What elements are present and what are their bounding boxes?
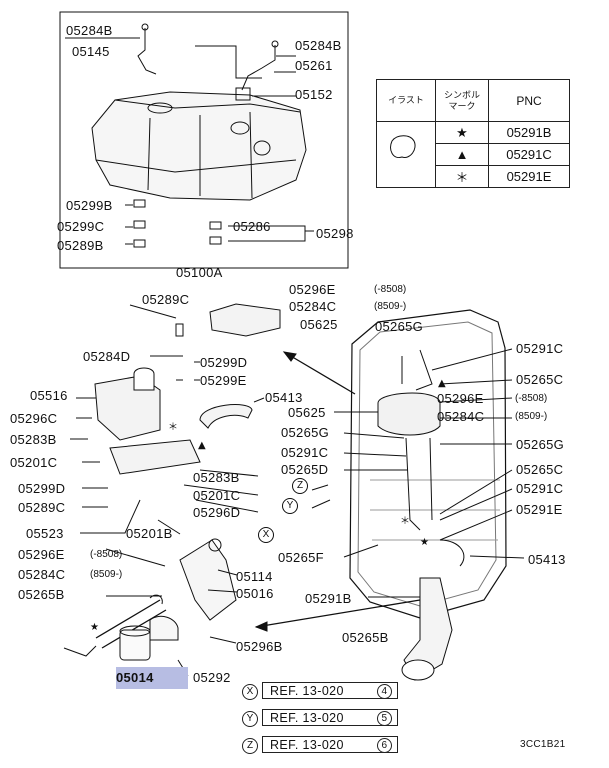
reference-x-number: 4: [377, 684, 392, 699]
label-05296C[interactable]: 05296C: [10, 411, 58, 426]
label-05516[interactable]: 05516: [30, 388, 68, 403]
label-05283B[interactable]: 05283B: [193, 470, 240, 485]
label-range-pre: (-8508): [90, 549, 123, 560]
label-05296E[interactable]: 05296E: [437, 391, 484, 406]
label-05201B[interactable]: 05201B: [126, 526, 173, 541]
label-05291C[interactable]: 05291C: [516, 341, 564, 356]
reference-x-letter: X: [242, 684, 258, 700]
label-05291B[interactable]: 05291B: [305, 591, 352, 606]
label-05625[interactable]: 05625: [300, 317, 338, 332]
table-header-illustration: イラスト: [376, 79, 436, 122]
table-symbol-triangle: ▲: [435, 143, 489, 166]
label-05145[interactable]: 05145: [72, 44, 110, 59]
label-05284C[interactable]: 05284C: [18, 567, 66, 582]
label-05299D[interactable]: 05299D: [200, 355, 248, 370]
label-05296D[interactable]: 05296D: [193, 505, 241, 520]
label-range-post: (8509-): [374, 301, 407, 312]
svg-text:＊: ＊: [168, 422, 178, 433]
label-05291E[interactable]: 05291E: [516, 502, 563, 517]
label-05286[interactable]: 05286: [233, 219, 271, 234]
label-05299C[interactable]: 05299C: [57, 219, 105, 234]
diagram-code: 3CC1B21: [520, 739, 566, 750]
table-header-symbol: シンボル マーク: [435, 79, 489, 122]
label-05289C[interactable]: 05289C: [142, 292, 190, 307]
label-05291C[interactable]: 05291C: [281, 445, 329, 460]
label-05296B[interactable]: 05296B: [236, 639, 283, 654]
asterisk-mark: ＊: [400, 516, 410, 527]
mark-x-circle[interactable]: X: [258, 527, 274, 543]
star-mark: ★: [420, 537, 429, 548]
label-range-pre: (-8508): [515, 393, 548, 404]
label-05265B[interactable]: 05265B: [18, 587, 65, 602]
label-05265G[interactable]: 05265G: [281, 425, 330, 440]
table-illustration-cell: [376, 121, 436, 188]
label-05413[interactable]: 05413: [528, 552, 566, 567]
label-range-post: (8509-): [90, 569, 123, 580]
label-05114[interactable]: 05114: [236, 569, 273, 584]
label-05299E[interactable]: 05299E: [200, 373, 247, 388]
label-05100A[interactable]: 05100A: [176, 265, 223, 280]
reference-y-text: REF. 13-020: [270, 711, 344, 725]
label-05265C[interactable]: 05265C: [516, 372, 564, 387]
mark-y-circle[interactable]: Y: [282, 498, 298, 514]
label-05523[interactable]: 05523: [26, 526, 64, 541]
triangle-mark: ▲: [438, 378, 446, 389]
highlight-05014: [116, 667, 188, 689]
label-05291C[interactable]: 05291C: [516, 481, 564, 496]
label-05299D[interactable]: 05299D: [18, 481, 66, 496]
label-05289B[interactable]: 05289B: [57, 238, 104, 253]
svg-text:▲: ▲: [198, 440, 206, 451]
label-05299B[interactable]: 05299B: [66, 198, 113, 213]
label-05284D[interactable]: 05284D: [83, 349, 131, 364]
table-symbol-star: ★: [435, 121, 489, 144]
reference-x-box[interactable]: REF. 13-020 4: [262, 682, 398, 699]
label-05625[interactable]: 05625: [288, 405, 326, 420]
reference-z-number: 6: [377, 738, 392, 753]
reference-y-number: 5: [377, 711, 392, 726]
label-05413[interactable]: 05413: [265, 390, 303, 405]
reference-y-box[interactable]: REF. 13-020 5: [262, 709, 398, 726]
label-05289C[interactable]: 05289C: [18, 500, 66, 515]
table-header-pnc: PNC: [488, 79, 570, 122]
reference-y-letter: Y: [242, 711, 258, 727]
reference-z-letter: Z: [242, 738, 258, 754]
label-05016[interactable]: 05016: [236, 586, 274, 601]
label-05265B[interactable]: 05265B: [342, 630, 389, 645]
label-05261[interactable]: 05261: [295, 58, 333, 73]
label-05284B[interactable]: 05284B: [66, 23, 113, 38]
label-05296E[interactable]: 05296E: [289, 282, 336, 297]
label-range-post: (8509-): [515, 411, 548, 422]
label-05201C[interactable]: 05201C: [10, 455, 58, 470]
label-05014[interactable]: 05014: [116, 670, 154, 685]
label-05296E[interactable]: 05296E: [18, 547, 65, 562]
table-pnc-05291E[interactable]: 05291E: [488, 165, 570, 188]
label-05201C[interactable]: 05201C: [193, 488, 241, 503]
label-05265F[interactable]: 05265F: [278, 550, 324, 565]
reference-x-text: REF. 13-020: [270, 684, 344, 698]
fuel-tank: [91, 91, 307, 201]
table-symbol-asterisk: ＊: [435, 165, 489, 188]
label-05284B[interactable]: 05284B: [295, 38, 342, 53]
svg-text:★: ★: [90, 622, 99, 633]
mark-z-circle[interactable]: Z: [292, 478, 308, 494]
label-05283B[interactable]: 05283B: [10, 432, 57, 447]
label-05284C[interactable]: 05284C: [437, 409, 485, 424]
reference-z-text: REF. 13-020: [270, 738, 344, 752]
label-05265D[interactable]: 05265D: [281, 462, 329, 477]
label-05265G[interactable]: 05265G: [375, 319, 424, 334]
label-05265C[interactable]: 05265C: [516, 462, 564, 477]
label-05298[interactable]: 05298: [316, 226, 354, 241]
label-05292[interactable]: 05292: [193, 670, 231, 685]
label-range-pre: (-8508): [374, 284, 407, 295]
reference-z-box[interactable]: REF. 13-020 6: [262, 736, 398, 753]
label-05152[interactable]: 05152: [295, 87, 333, 102]
table-pnc-05291C[interactable]: 05291C: [488, 143, 570, 166]
label-05265G[interactable]: 05265G: [516, 437, 565, 452]
fuel-tank-frame: [59, 11, 349, 269]
label-05284C[interactable]: 05284C: [289, 299, 337, 314]
table-pnc-05291B[interactable]: 05291B: [488, 121, 570, 144]
symbol-table: イラスト シンボル マーク PNC ★ 05291B ▲ 05291C ＊ 05…: [376, 79, 570, 188]
